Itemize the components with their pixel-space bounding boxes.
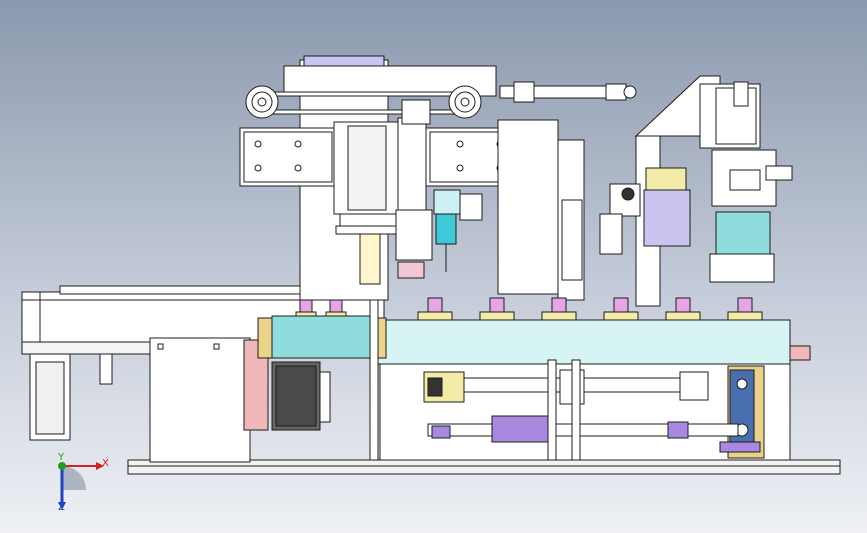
fixture-1: [295, 299, 317, 319]
top-air-cylinder: [499, 81, 637, 103]
vertical-guide-rods: [369, 299, 581, 461]
x-axis-label: X: [102, 458, 109, 469]
fixture-8: [727, 297, 763, 321]
dispenser-nozzles: [395, 189, 483, 279]
fixtures: [295, 297, 763, 321]
fixture-7: [665, 297, 701, 321]
x-axis-arrowhead: [96, 462, 104, 470]
top-belt-drive: [245, 85, 482, 119]
rotary-table: [377, 319, 811, 365]
y-axis-label: Y: [58, 452, 65, 463]
coordinate-triad: [58, 462, 104, 510]
z-axis-arrowhead: [58, 502, 66, 510]
fixture-3: [417, 297, 453, 321]
y-axis-dot: [58, 462, 66, 470]
stepper-motor: [271, 361, 331, 431]
lower-mechanism: [379, 363, 791, 461]
fixture-5: [541, 297, 577, 321]
teal-rotary-cylinder: [257, 315, 387, 359]
left-housing-block: [149, 337, 269, 463]
fixture-6: [603, 297, 639, 321]
vertical-slide-module: [333, 99, 431, 285]
right-cam-bracket: [599, 75, 761, 307]
fixture-4: [479, 297, 515, 321]
right-clamp-head: [709, 149, 793, 283]
z-axis-label: Z: [58, 502, 65, 513]
right-uprights: [497, 119, 585, 301]
